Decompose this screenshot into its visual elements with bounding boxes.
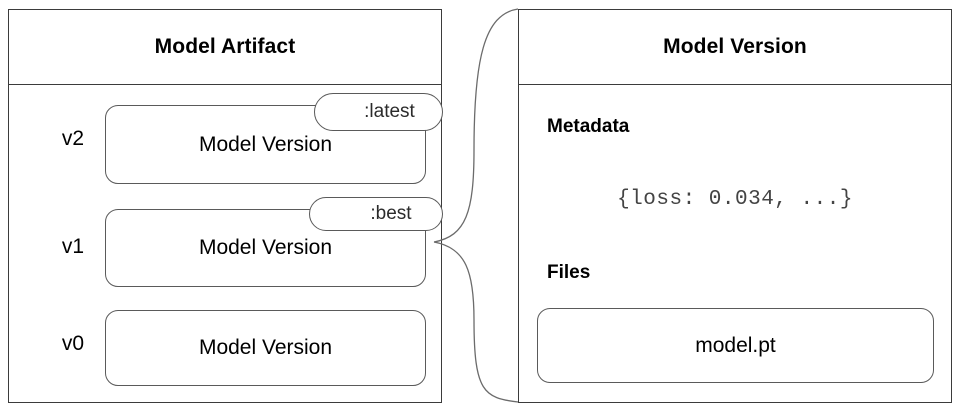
version-label-v0: v0 xyxy=(61,332,85,355)
version-row-v2: v2 Model Version :latest xyxy=(9,85,443,190)
model-version-box-v0[interactable]: Model Version xyxy=(105,310,426,386)
tag-pill-best[interactable]: :best xyxy=(309,197,443,231)
tag-pill-latest-label: :latest xyxy=(364,101,415,122)
model-artifact-panel: Model Artifact v2 Model Version :latest … xyxy=(8,9,443,403)
model-version-detail-header: Model Version xyxy=(519,10,951,85)
model-artifact-body: v2 Model Version :latest v1 Model Versio… xyxy=(9,85,443,402)
version-label-v2: v2 xyxy=(61,127,85,150)
metadata-value: {loss: 0.034, ...} xyxy=(617,188,853,211)
metadata-heading: Metadata xyxy=(547,116,630,137)
files-heading: Files xyxy=(547,262,591,283)
model-version-detail-title: Model Version xyxy=(663,35,807,58)
model-artifact-header: Model Artifact xyxy=(9,10,441,85)
model-version-box-label-v1: Model Version xyxy=(198,236,333,259)
model-version-box-label-v0: Model Version xyxy=(198,336,333,359)
model-version-detail-body: Metadata {loss: 0.034, ...} Files model.… xyxy=(519,85,951,402)
version-label-v1: v1 xyxy=(61,235,85,258)
model-version-detail-panel: Model Version Metadata {loss: 0.034, ...… xyxy=(518,9,952,403)
file-box-model-pt[interactable]: model.pt xyxy=(537,308,934,383)
connector-lower-curve xyxy=(433,241,519,403)
model-version-box-label-v2: Model Version xyxy=(198,132,333,156)
version-row-v0: v0 Model Version xyxy=(9,292,441,397)
connector-upper-curve xyxy=(433,8,519,243)
file-box-model-pt-label: model.pt xyxy=(695,333,776,357)
tag-pill-latest[interactable]: :latest xyxy=(314,93,443,131)
tag-pill-best-label: :best xyxy=(370,203,412,224)
version-row-v1: v1 Model Version :best xyxy=(9,190,443,292)
model-artifact-title: Model Artifact xyxy=(154,35,296,58)
